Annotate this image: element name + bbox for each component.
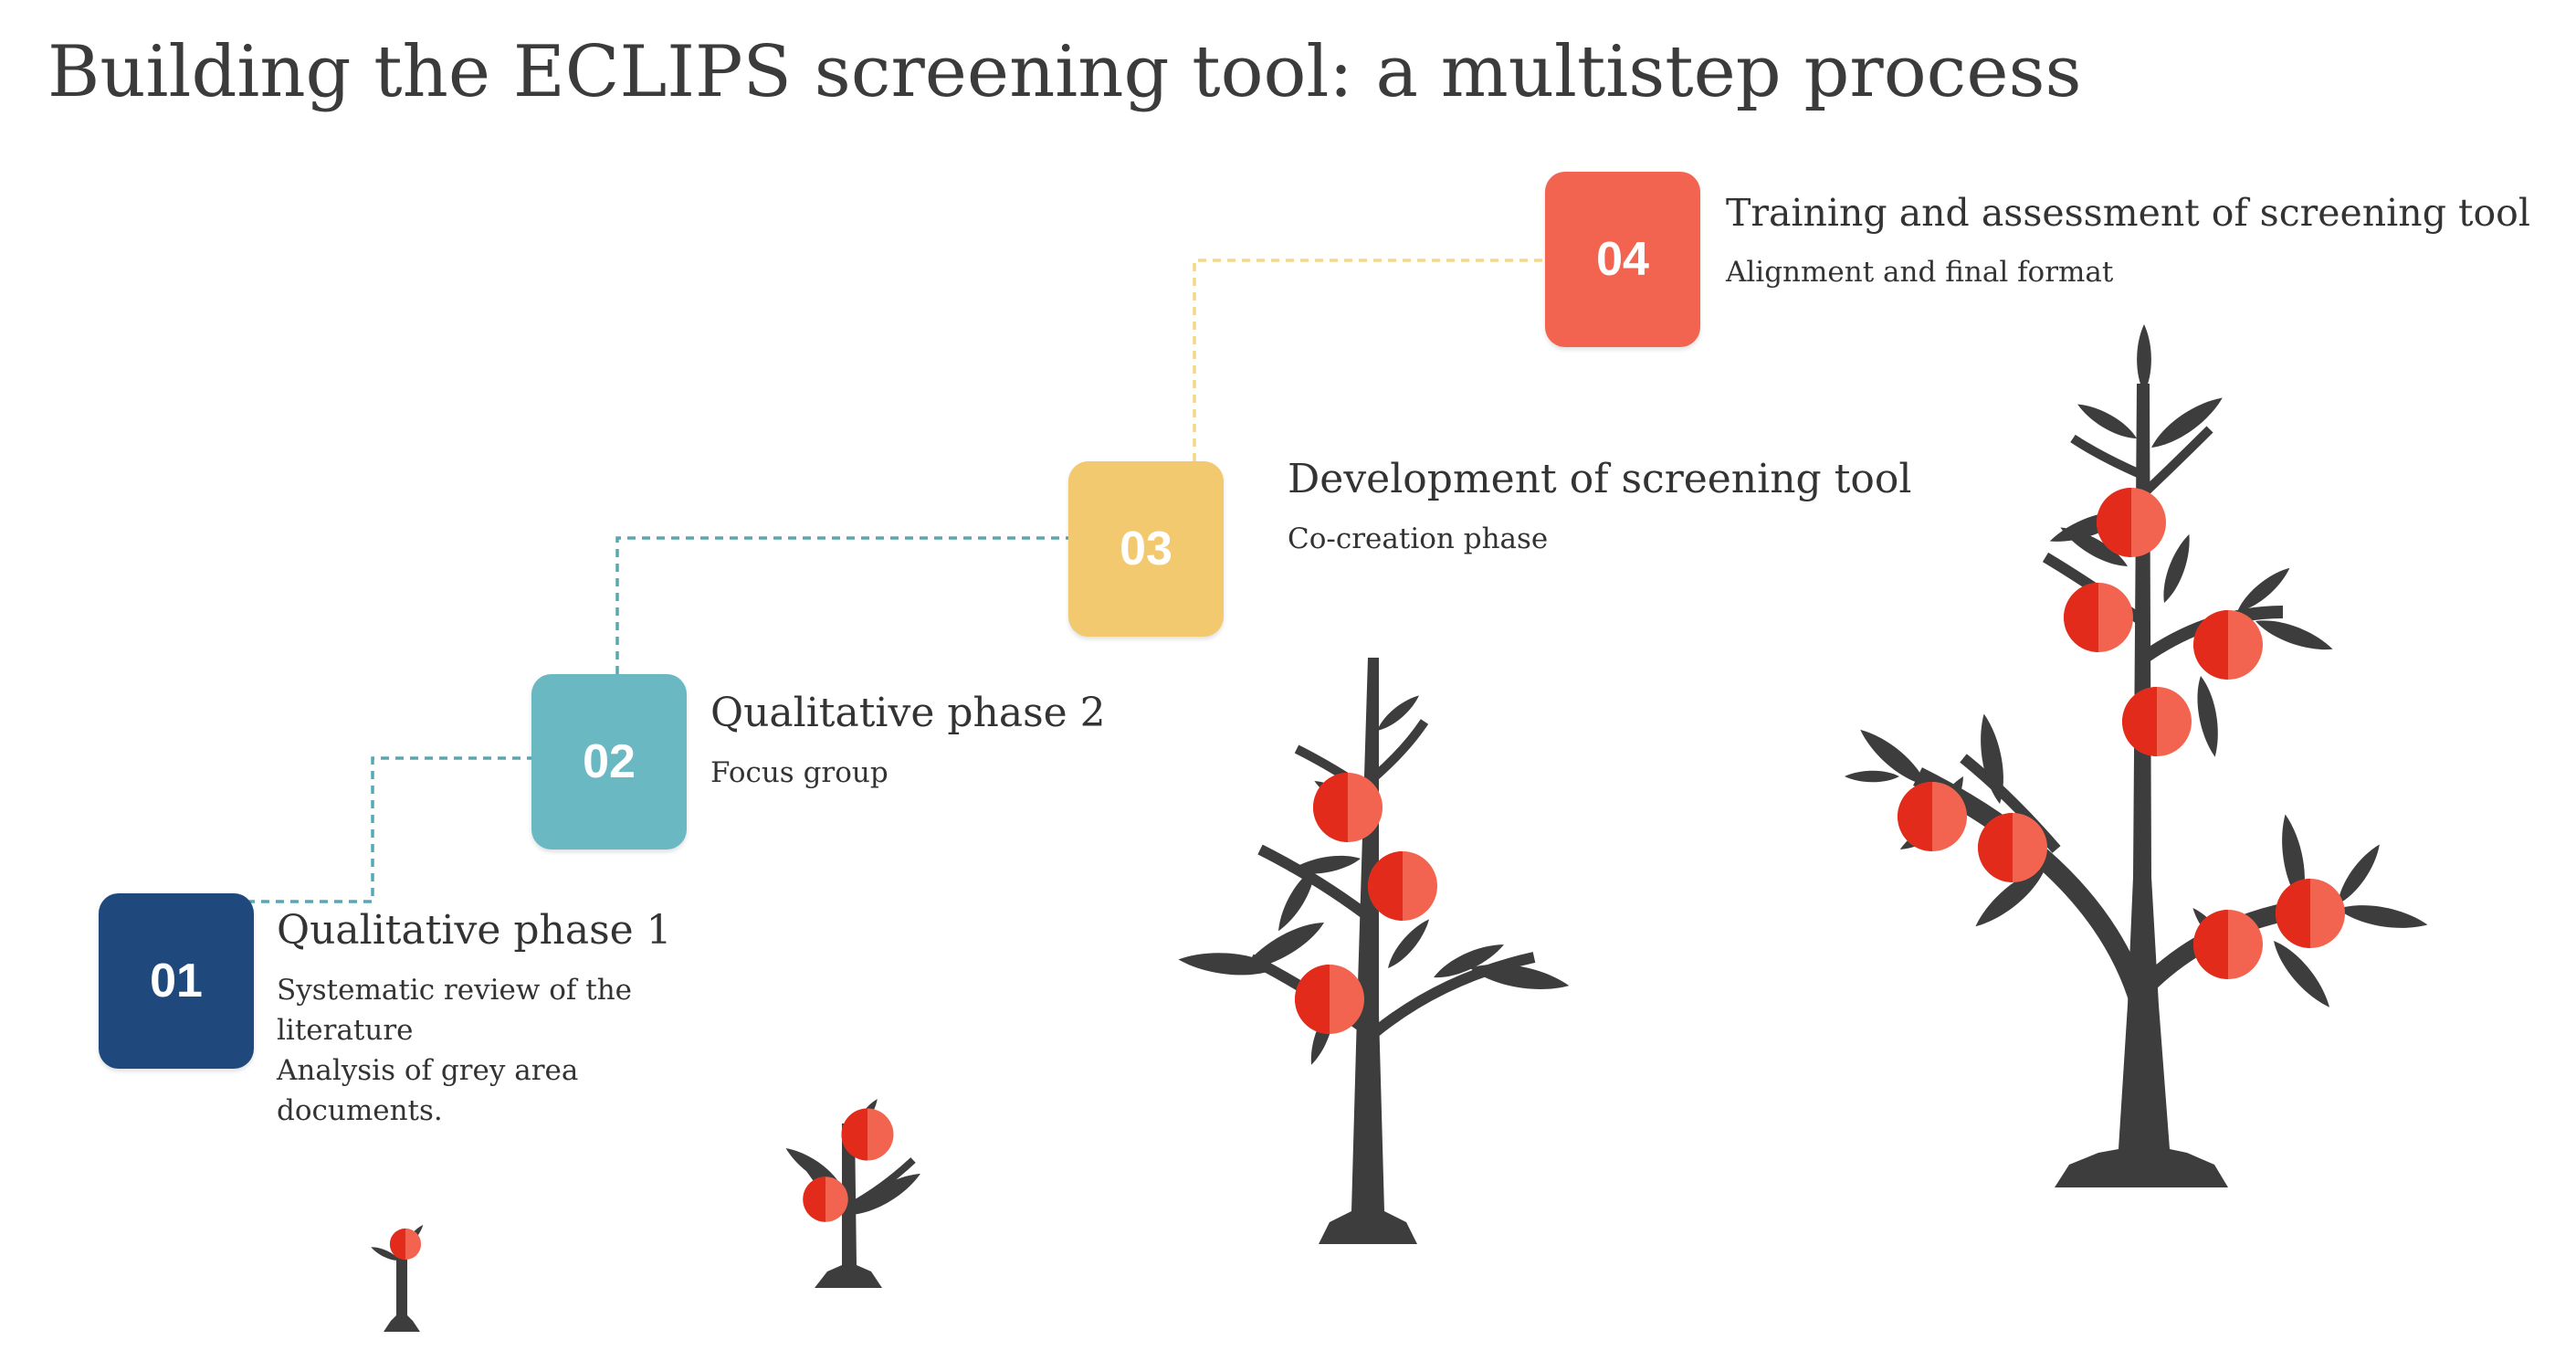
step-4-details: Alignment and final format	[1726, 252, 2530, 292]
step-1-detail-line: Analysis of grey area	[277, 1054, 579, 1087]
large-tree	[1845, 324, 2430, 1187]
step-1-description: Qualitative phase 1 Systematic review of…	[277, 904, 672, 1131]
step-4-badge: 04	[1545, 172, 1700, 347]
step-2-details: Focus group	[710, 753, 1106, 793]
step-4-description: Training and assessment of screening too…	[1726, 186, 2530, 292]
step-3-detail-line: Co-creation phase	[1288, 522, 1549, 555]
connector-3-4	[1193, 258, 1545, 461]
step-3-badge: 03	[1068, 461, 1224, 637]
step-2-badge: 02	[531, 674, 687, 849]
connector-2-3	[615, 536, 1068, 674]
step-2-detail-line: Focus group	[710, 756, 888, 789]
step-3-details: Co-creation phase	[1288, 519, 1911, 559]
step-4-detail-line: Alignment and final format	[1726, 256, 2114, 289]
step-1-details: Systematic review of the literature Anal…	[277, 970, 672, 1131]
step-1-detail-line: literature	[277, 1014, 414, 1047]
step-2-number: 02	[583, 735, 636, 788]
step-1-detail-line: documents.	[277, 1094, 443, 1127]
step-4-heading: Training and assessment of screening too…	[1726, 191, 2530, 235]
small-plant	[782, 1096, 925, 1288]
step-1-detail-line: Systematic review of the	[277, 974, 633, 1007]
step-1-heading: Qualitative phase 1	[277, 907, 672, 954]
step-3-number: 03	[1120, 522, 1172, 575]
step-4-number: 04	[1596, 233, 1649, 286]
step-2-heading: Qualitative phase 2	[710, 690, 1106, 736]
step-3-description: Development of screening tool Co-creatio…	[1288, 453, 1911, 559]
step-1-badge: 01	[99, 893, 254, 1069]
medium-tree	[1177, 658, 1572, 1244]
step-1-number: 01	[150, 955, 203, 1008]
connector-1-2	[247, 756, 531, 903]
step-2-description: Qualitative phase 2 Focus group	[710, 687, 1106, 793]
seedling-sprout	[369, 1222, 426, 1332]
step-3-heading: Development of screening tool	[1288, 456, 1912, 502]
diagram-title: Building the ECLIPS screening tool: a mu…	[47, 31, 2082, 113]
